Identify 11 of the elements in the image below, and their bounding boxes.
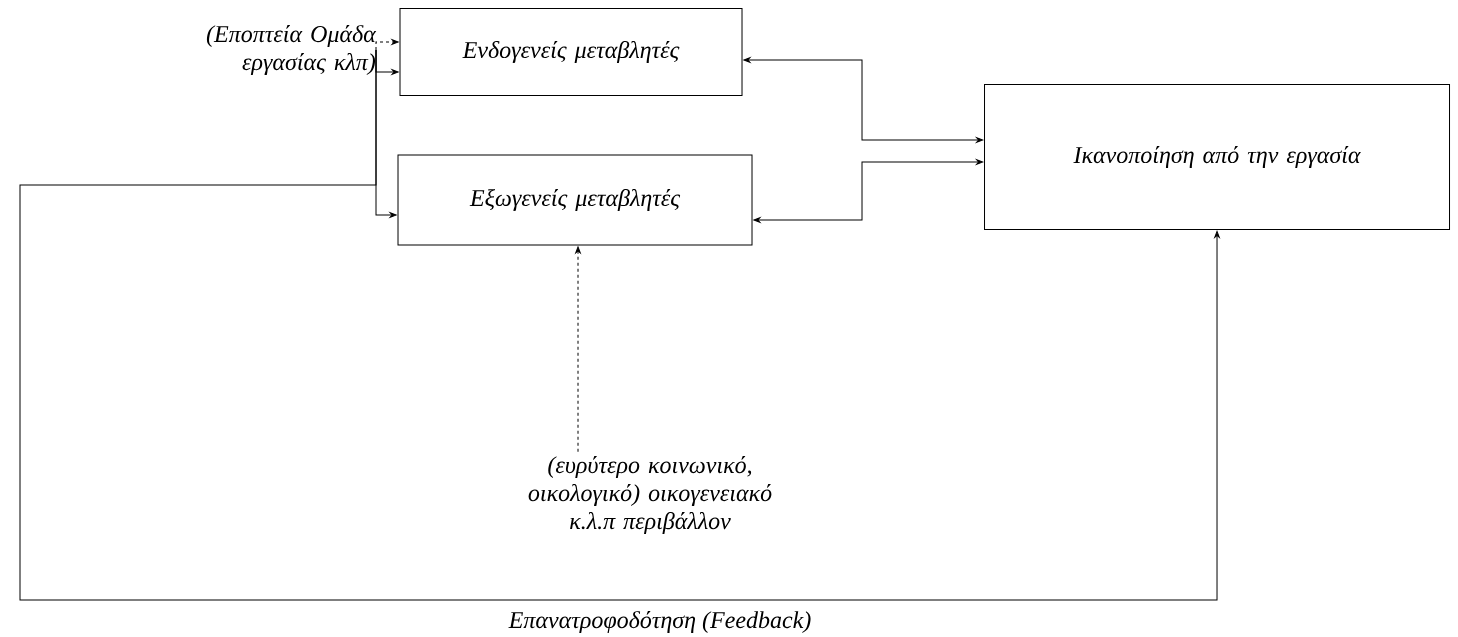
arrow [753, 159, 984, 223]
process-box: Ικανοποίηση από την εργασία [984, 84, 1450, 230]
process-box: Ενδογενείς μεταβλητές [399, 8, 743, 96]
arrow [375, 39, 399, 51]
arrow [575, 246, 581, 453]
process-box: Εξωγενείς μεταβλητές [397, 154, 753, 246]
arrow [19, 49, 1220, 601]
arrow [743, 57, 984, 143]
note-text: (Εποπτεία Ομάδα εργασίας κλπ) [206, 25, 377, 75]
note-text: (ευρύτερο κοινωνικό, οικολογικό) οικογενειακό κ.λ.π περιβάλλον [528, 456, 772, 534]
edge-label: Επανατροφοδότηση (Feedback) [506, 609, 814, 635]
